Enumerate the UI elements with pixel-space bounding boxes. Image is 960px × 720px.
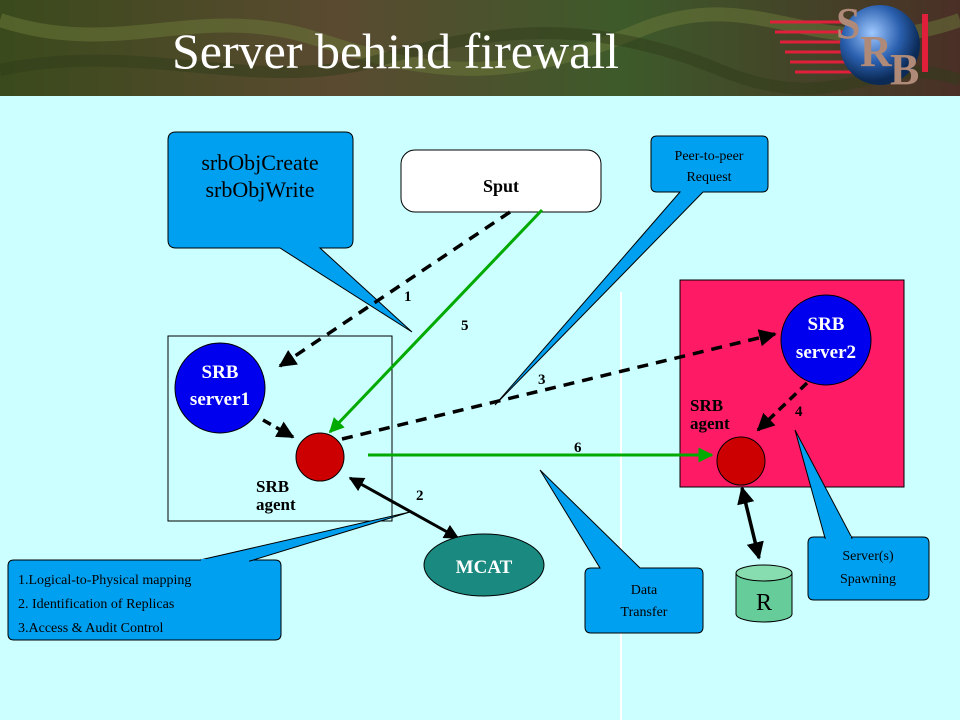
callout-text: Data [631, 583, 658, 598]
mcat-catalog: MCAT [423, 533, 545, 597]
agent1-label: SRB [256, 477, 289, 496]
srb-server1: SRB server1 [174, 342, 266, 434]
header-banner: Server behind firewall [0, 0, 960, 96]
callout-text: 1.Logical-to-Physical mapping [18, 573, 191, 588]
agent2-label: agent [690, 414, 730, 433]
cylinder-top [735, 564, 793, 582]
callout-server-spawning: Server(s) Spawning [794, 429, 930, 601]
step5-arrow [328, 208, 544, 434]
callout-text: Request [686, 170, 731, 185]
server1-label: server1 [190, 389, 250, 410]
server2-label: SRB [808, 314, 845, 335]
callout-mcat-functions: 1.Logical-to-Physical mapping 2. Identif… [7, 511, 411, 641]
globe-icon [840, 5, 920, 85]
callout-text: Transfer [621, 605, 668, 620]
resource-storage: R [735, 564, 793, 623]
header-background [0, 0, 960, 96]
step-label-3: 3 [538, 372, 546, 388]
server1-to-agent-arrow [262, 418, 295, 439]
logo-letter: B [890, 45, 919, 94]
callout-text: Peer-to-peer [675, 149, 744, 164]
step1-arrow [278, 210, 511, 368]
callout-text: srbObjCreate [201, 150, 318, 175]
step4-arrow [756, 381, 809, 432]
sput-label: Sput [483, 176, 519, 196]
srb-server2: SRB server2 [780, 294, 872, 386]
callout-peer-request: Peer-to-peer Request [494, 135, 769, 406]
srb-logo: S R B [770, 0, 928, 94]
cylinder-body [735, 572, 793, 623]
page-title: Server behind firewall [172, 23, 619, 79]
agent1-label: agent [256, 495, 296, 514]
mcat-label: MCAT [456, 557, 513, 578]
callout-text: 2. Identification of Replicas [18, 597, 174, 612]
srb-agent2: SRB agent [690, 396, 766, 486]
step-label-2: 2 [416, 488, 424, 504]
callout-obj-calls: srbObjCreate srbObjWrite [167, 131, 413, 333]
callout-text: Server(s) [842, 549, 894, 564]
step-label-5: 5 [461, 318, 469, 334]
srb-agent1: SRB agent [256, 432, 345, 514]
callout-text: srbObjWrite [205, 177, 314, 202]
agent2-label: SRB [690, 396, 723, 415]
header-texture [0, 7, 960, 76]
sput-client: Sput [400, 149, 602, 213]
resource-label: R [756, 590, 772, 616]
server1-label: SRB [202, 362, 239, 383]
header-texture [0, 27, 960, 95]
callout-data-transfer: Data Transfer [539, 469, 704, 634]
logo-bar [922, 14, 928, 72]
step2-arrow [348, 476, 460, 540]
step-label-1: 1 [404, 289, 412, 305]
step3-arrow [341, 329, 777, 441]
logo-letter: R [860, 27, 893, 76]
step-label-6: 6 [574, 440, 582, 456]
agent2-to-resource-arrow [737, 486, 764, 560]
step-label-4: 4 [795, 404, 803, 420]
callout-text: Spawning [840, 572, 896, 587]
logo-letter: S [836, 0, 860, 48]
server2-label: server2 [796, 342, 856, 363]
callout-text: 3.Access & Audit Control [18, 621, 164, 636]
